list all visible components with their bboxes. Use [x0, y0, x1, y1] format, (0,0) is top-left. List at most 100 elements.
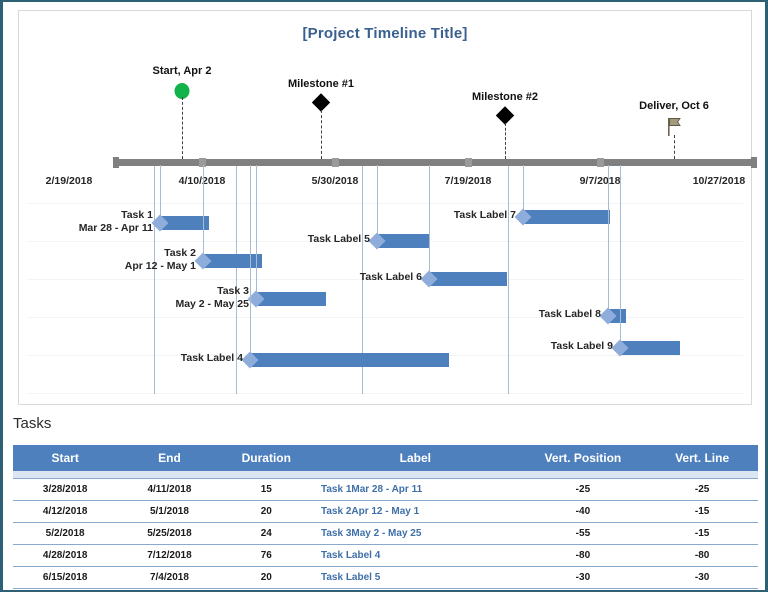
- column-header-end[interactable]: End: [117, 445, 222, 471]
- gridline: [27, 279, 743, 280]
- cell-duration: 24: [221, 522, 311, 545]
- axis-tick: [332, 158, 339, 167]
- cell-vert-position: -25: [519, 478, 647, 501]
- axis-label-4: 9/7/2018: [579, 175, 621, 187]
- cell-start: 6/15/2018: [13, 566, 118, 589]
- task-connector-line: [203, 165, 204, 261]
- task-bar-label-line2: Apr 12 - May 1: [124, 259, 196, 272]
- task-connector-line: [620, 165, 621, 348]
- deliver-marker-label: Deliver, Oct 6: [639, 100, 709, 112]
- gridline: [27, 203, 743, 204]
- cell-duration: 15: [221, 478, 311, 501]
- task-connector-line: [250, 165, 251, 360]
- table-header-row: Start End Duration Label Vert. Position …: [13, 445, 758, 471]
- task-bar[interactable]: [377, 234, 430, 248]
- task-bar[interactable]: [429, 272, 507, 286]
- axis-label-1: 4/10/2018: [178, 175, 226, 187]
- task-bar[interactable]: [523, 210, 610, 224]
- task-bar-label: Task Label 9: [551, 340, 613, 353]
- cell-end: 5/25/2018: [117, 522, 222, 545]
- task-bar-label: Task Label 5: [308, 233, 370, 246]
- flag-marker-icon: [665, 117, 683, 137]
- task-connector-line: [377, 165, 378, 241]
- milestone-1-stem: [321, 110, 322, 159]
- milestone-2-label: Milestone #2: [471, 91, 539, 103]
- axis-tick: [465, 158, 472, 167]
- task-bar[interactable]: [250, 353, 449, 367]
- cell-end: 5/1/2018: [117, 500, 222, 523]
- cell-label: Task 3May 2 - May 25: [310, 522, 520, 545]
- task-bar-label: Task Label 4: [181, 352, 243, 365]
- axis-tick: [597, 158, 604, 167]
- column-header-label[interactable]: Label: [310, 445, 520, 471]
- chart-title: [Project Timeline Title]: [302, 25, 468, 42]
- diamond-marker-icon: [495, 106, 515, 125]
- cell-end: 4/11/2018: [117, 478, 222, 501]
- cell-vert-position: -80: [519, 544, 647, 567]
- task-bar[interactable]: [203, 254, 262, 268]
- circle-marker-icon: [174, 83, 190, 99]
- axis-label-0: 2/19/2018: [45, 175, 93, 187]
- cell-vert-line: -25: [646, 478, 758, 501]
- cell-duration: 20: [221, 566, 311, 589]
- cell-vert-position: -30: [519, 566, 647, 589]
- task-bar[interactable]: [160, 216, 209, 230]
- diamond-marker-icon: [311, 93, 331, 112]
- task-connector-line: [608, 165, 609, 316]
- task-bar-label-line1: Task 1: [121, 209, 153, 221]
- task-bar-label-line1: Task Label 5: [307, 233, 370, 245]
- axis-label-5: 10/27/2018: [692, 175, 746, 187]
- category-separator: [154, 166, 155, 394]
- cell-start: 4/28/2018: [13, 544, 118, 567]
- cell-label: Task Label 5: [310, 566, 520, 589]
- column-header-start[interactable]: Start: [13, 445, 118, 471]
- task-bar-label-line1: Task Label 9: [550, 340, 613, 352]
- task-connector-line: [160, 165, 161, 223]
- task-bar-label: Task Label 7: [454, 209, 516, 222]
- timeline-chart-panel: [Project Timeline Title] 2/19/2018 4/10/…: [18, 10, 757, 405]
- tasks-table: Start End Duration Label Vert. Position …: [13, 445, 758, 589]
- cell-duration: 20: [221, 500, 311, 523]
- timeline-plot-area: 2/19/2018 4/10/2018 5/30/2018 7/19/2018 …: [19, 11, 757, 404]
- cell-vert-position: -40: [519, 500, 647, 523]
- column-header-vert-line[interactable]: Vert. Line: [646, 445, 758, 471]
- column-header-vert-position[interactable]: Vert. Position: [519, 445, 647, 471]
- axis-end-cap-right: [751, 157, 757, 168]
- cell-vert-line: -15: [646, 500, 758, 523]
- cell-start: 4/12/2018: [13, 500, 118, 523]
- cell-duration: 76: [221, 544, 311, 567]
- task-connector-line: [523, 165, 524, 217]
- table-header-band: [13, 471, 758, 479]
- axis-tick: [199, 158, 206, 167]
- task-bar-label-line1: Task Label 8: [538, 308, 601, 320]
- axis-label-2: 5/30/2018: [311, 175, 359, 187]
- task-bar-label-line2: Mar 28 - Apr 11: [78, 221, 153, 234]
- column-header-duration[interactable]: Duration: [221, 445, 311, 471]
- task-connector-line: [256, 165, 257, 299]
- task-bar-label-line1: Task Label 4: [180, 352, 243, 364]
- task-bar-label-line2: May 2 - May 25: [175, 297, 249, 310]
- task-bar-label-line1: Task 2: [164, 247, 196, 259]
- cell-end: 7/4/2018: [117, 566, 222, 589]
- start-marker-label: Start, Apr 2: [152, 65, 212, 77]
- cell-vert-line: -15: [646, 522, 758, 545]
- deliver-marker-stem: [674, 135, 675, 159]
- task-bar-label-line1: Task Label 6: [359, 271, 422, 283]
- axis-label-3: 7/19/2018: [444, 175, 492, 187]
- cell-start: 5/2/2018: [13, 522, 118, 545]
- category-separator: [236, 166, 237, 394]
- task-bar[interactable]: [256, 292, 326, 306]
- task-connector-line: [429, 165, 430, 279]
- milestone-1-label: Milestone #1: [287, 78, 355, 90]
- category-separator: [508, 166, 509, 394]
- task-bar-label: Task Label 6: [360, 271, 422, 284]
- cell-start: 3/28/2018: [13, 478, 118, 501]
- task-bar[interactable]: [620, 341, 680, 355]
